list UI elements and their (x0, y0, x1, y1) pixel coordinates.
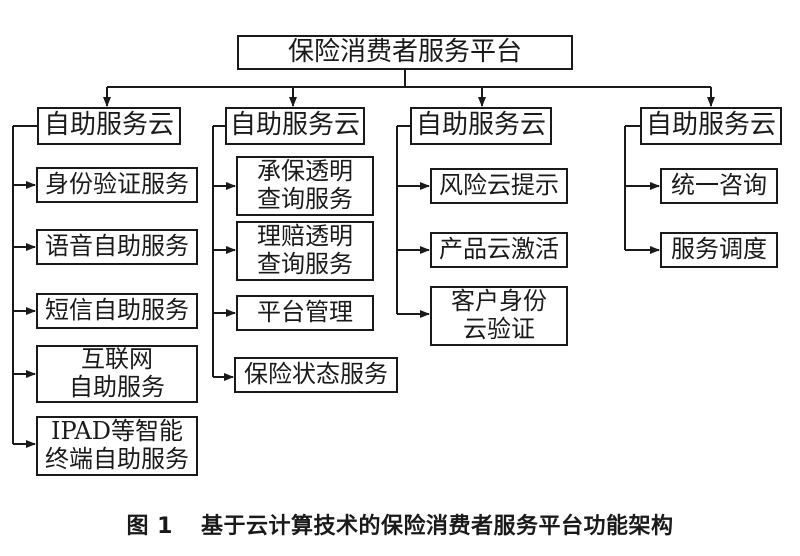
figure-caption: 图 1 基于云计算技术的保险消费者服务平台功能架构 (0, 508, 800, 540)
item-label-line-2: 云验证 (463, 315, 535, 343)
column-1-item: 语音自助服务 (36, 229, 198, 265)
item-label: 身份验证服务 (45, 170, 189, 199)
item-label-line-2: 终端自助服务 (45, 445, 189, 473)
column-2-item: 承保透明 查询服务 (236, 156, 374, 216)
item-label: 服务调度 (671, 235, 767, 264)
column-4-item: 统一咨询 (660, 168, 778, 204)
figure-number: 图 1 (126, 514, 173, 539)
column-3-item: 风险云提示 (430, 168, 568, 204)
column-2-item: 平台管理 (236, 295, 374, 331)
item-label-line-1: 承保透明 (257, 157, 353, 186)
figure-caption-text: 基于云计算技术的保险消费者服务平台功能架构 (200, 514, 674, 539)
item-label: 语音自助服务 (45, 232, 189, 261)
item-label: 风险云提示 (439, 171, 559, 200)
item-label: 统一咨询 (671, 171, 767, 200)
item-label-line-1: 理赔透明 (257, 222, 353, 251)
column-1-header: 自助服务云 (37, 107, 181, 145)
item-label-line-1: 客户身份 (451, 287, 547, 316)
column-4-header-label: 自助服务云 (645, 110, 776, 141)
item-label: 保险状态服务 (244, 360, 388, 389)
root-label: 保险消费者服务平台 (287, 36, 522, 67)
column-3-item: 客户身份 云验证 (430, 286, 568, 346)
column-2-item: 保险状态服务 (234, 357, 398, 393)
column-4-header: 自助服务云 (640, 107, 782, 145)
column-1-item: IPAD等智能 终端自助服务 (36, 416, 198, 476)
item-label: 平台管理 (257, 298, 353, 327)
item-label: 产品云激活 (439, 235, 559, 264)
column-4-item: 服务调度 (660, 232, 778, 268)
column-1-item: 短信自助服务 (36, 293, 198, 329)
item-label-line-1: IPAD等智能 (51, 417, 183, 446)
column-3-header-label: 自助服务云 (415, 110, 546, 141)
column-3-item: 产品云激活 (430, 232, 568, 268)
column-2-item: 理赔透明 查询服务 (236, 221, 374, 281)
root-node: 保险消费者服务平台 (237, 35, 573, 70)
item-label-line-1: 互联网 (81, 345, 153, 374)
column-1-item: 身份验证服务 (36, 167, 198, 203)
item-label: 短信自助服务 (45, 296, 189, 325)
column-3-header: 自助服务云 (410, 107, 552, 145)
item-label-line-2: 自助服务 (69, 373, 165, 401)
item-label-line-2: 查询服务 (257, 185, 353, 213)
column-1-header-label: 自助服务云 (43, 110, 174, 141)
column-2-header: 自助服务云 (225, 107, 365, 145)
column-2-header-label: 自助服务云 (229, 110, 360, 141)
column-1-item: 互联网 自助服务 (36, 345, 198, 403)
item-label-line-2: 查询服务 (257, 250, 353, 278)
